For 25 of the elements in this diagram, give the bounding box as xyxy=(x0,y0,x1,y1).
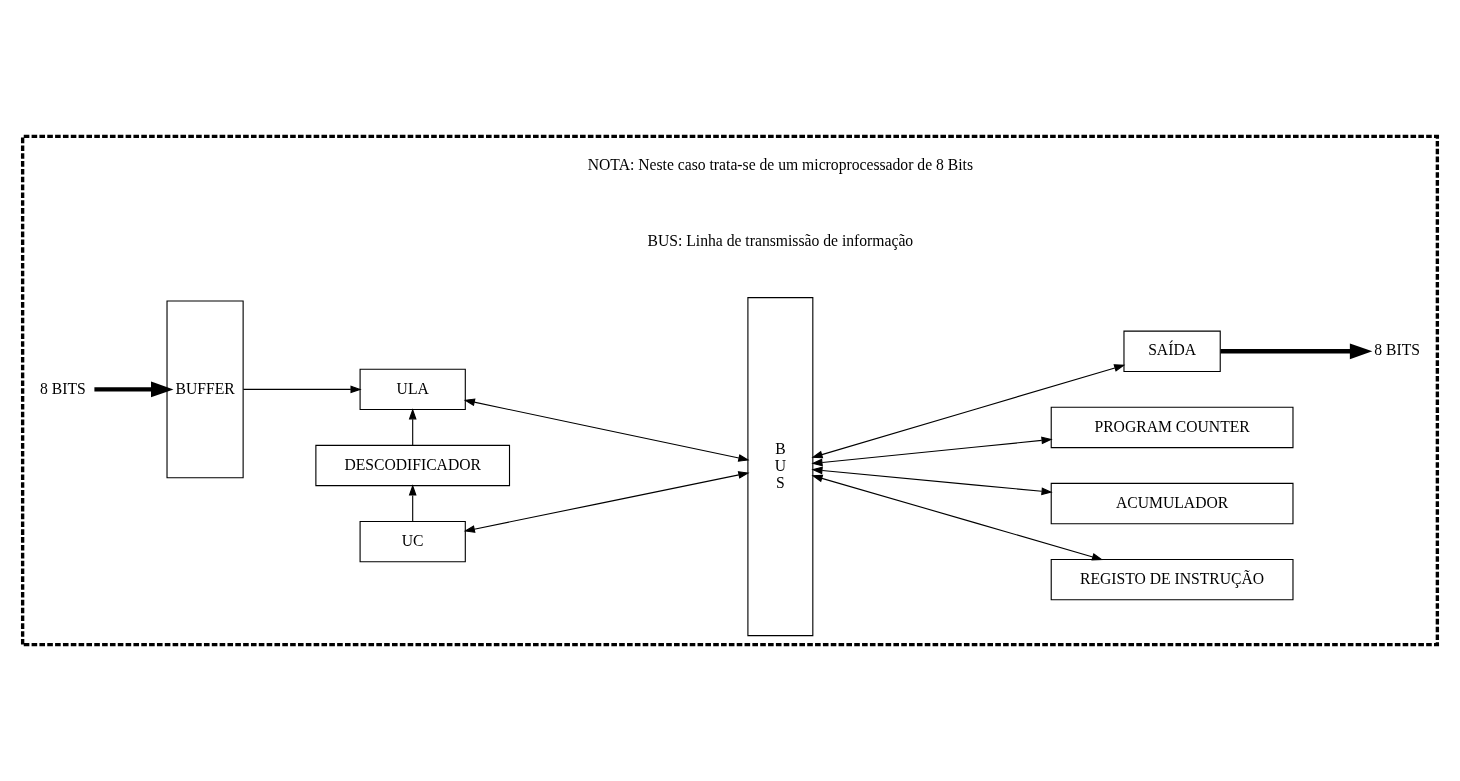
node-box: UC xyxy=(359,520,466,563)
arrow xyxy=(1220,343,1373,360)
node-box: PROGRAM COUNTER xyxy=(1050,406,1294,449)
arrow xyxy=(811,466,1053,496)
node-box: DESCODIFICADOR xyxy=(315,444,511,487)
arrow xyxy=(242,385,362,394)
label: NOTA: Neste caso trata-se de um microprocessador de 8 Bits xyxy=(587,155,973,173)
arrow xyxy=(811,364,1126,459)
label: BUS: Linha de transmissão de informação xyxy=(647,231,914,249)
node-box: REGISTO DE INSTRUÇÃO xyxy=(1050,558,1294,601)
node-box: ULA xyxy=(359,368,466,411)
node-text: 8 BITS xyxy=(1374,341,1420,359)
arrow xyxy=(811,436,1053,467)
cluster xyxy=(20,134,1440,647)
arrow xyxy=(94,381,174,398)
node-box: BUFFER xyxy=(166,300,244,479)
arrow xyxy=(408,408,417,446)
node-box: SAÍDA xyxy=(1123,330,1221,373)
arrow xyxy=(463,471,750,533)
arrow xyxy=(463,398,750,462)
node-box: ACUMULADOR xyxy=(1050,482,1294,525)
node-box: B U S xyxy=(747,297,814,637)
arrow xyxy=(408,484,417,522)
arrow xyxy=(811,474,1104,561)
node-text: 8 BITS xyxy=(40,379,86,397)
